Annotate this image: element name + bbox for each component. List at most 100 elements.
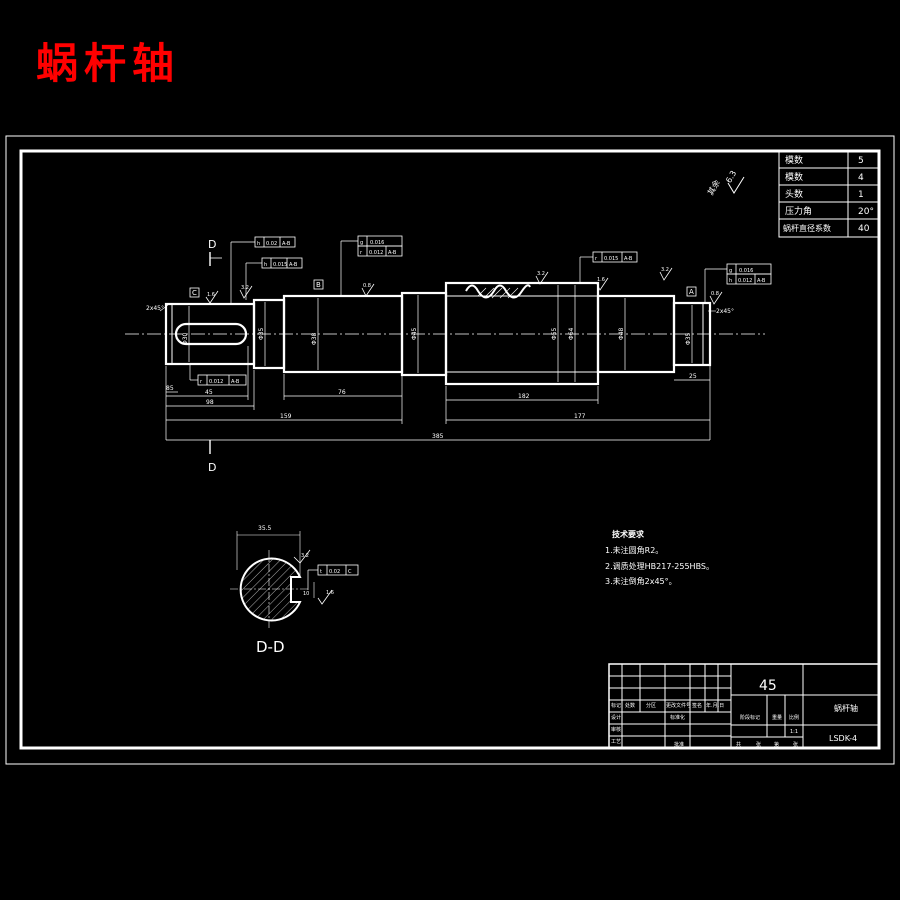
dim-dia-d: Φ45 — [411, 327, 418, 340]
tol-val: 0.016 — [370, 240, 384, 246]
parameter-table — [778, 150, 880, 238]
dim-dia-c: Φ38 — [311, 332, 318, 345]
roughness-note-label: 其余 — [705, 178, 722, 197]
param-label: 头数 — [785, 188, 803, 200]
roughness-note-value: 6.3 — [724, 169, 738, 185]
tb-cell: 第 — [774, 741, 779, 748]
tol-val: 0.015 — [273, 262, 287, 268]
section-ra2: 1.6 — [326, 590, 334, 596]
roughness-symbols — [205, 267, 723, 305]
tb-cell: 比例 — [789, 714, 799, 721]
param-label: 模数 — [785, 171, 803, 183]
tech-req-item: 3.未注倒角2x45°。 — [605, 576, 677, 586]
tol-ref: A-B — [289, 262, 298, 268]
title-block — [608, 663, 880, 749]
datum-boxes — [189, 279, 697, 298]
dim-chamfer-right: 2x45° — [716, 308, 734, 315]
chamfer-leader — [159, 304, 169, 312]
ra-value: 1.6 — [207, 292, 215, 298]
tolerance-frames — [197, 235, 772, 576]
param-value: 5 — [858, 156, 864, 166]
material-label: 45 — [759, 678, 777, 694]
tol-val: 0.02 — [329, 569, 340, 575]
tol-val: 0.012 — [738, 278, 752, 284]
dim-dia-h: Φ35 — [685, 332, 692, 345]
dim-dia-g: Φ64 — [568, 327, 575, 340]
tol-sym: g — [360, 240, 363, 246]
drawing-number: LSDK-4 — [829, 734, 857, 743]
tb-cell: 签名 — [692, 702, 702, 709]
ra-value: 0.8 — [711, 291, 719, 297]
param-label: 蜗杆直径系数 — [783, 223, 831, 233]
dim-chamfer-left: 2x45° — [146, 305, 164, 312]
param-label: 压力角 — [785, 205, 812, 217]
datum-c: C — [192, 289, 197, 297]
tol-ref: A-B — [757, 278, 766, 284]
shaft-inner-lines — [171, 295, 704, 373]
tol-sym: h — [264, 262, 267, 268]
section-view — [230, 531, 333, 628]
dimension-labels: 85 45 98 76 182 159 177 25 385 2x45° 2x4… — [146, 305, 734, 440]
roughness-symbol-icon — [727, 176, 745, 194]
dim-25: 25 — [689, 373, 697, 380]
part-name: 蜗杆轴 — [834, 703, 858, 713]
dim-dia-e: Φ55 — [551, 327, 558, 340]
param-value: 20° — [858, 207, 874, 217]
title-block-text: 45 蜗杆轴 LSDK-4 1:1 标记 处数 分区 更改文件号 签名 年.月.… — [611, 678, 858, 748]
outer-frame — [5, 135, 895, 765]
tol-sym: h — [729, 278, 732, 284]
tech-requirements: 技术要求 1.未注圆角R2。 2.调质处理HB217-255HBS。 3.未注倒… — [605, 529, 714, 586]
datum-a: A — [689, 288, 694, 296]
tb-cell: 审核 — [611, 726, 621, 733]
roughness-values: 1.6 3.2 0.8 3.2 1.6 3.2 0.8 — [207, 267, 719, 298]
dim-45: 45 — [205, 389, 213, 396]
dim-dia-f: Φ48 — [618, 327, 625, 340]
dim-98: 98 — [206, 399, 214, 406]
tol-val: 0.02 — [266, 241, 277, 247]
tech-req-title: 技术要求 — [612, 529, 645, 539]
tech-req-item: 2.调质处理HB217-255HBS。 — [605, 561, 714, 571]
tol-sym: r — [200, 379, 203, 385]
tol-val: 0.016 — [739, 268, 753, 274]
dim-385: 385 — [432, 433, 444, 440]
tol-sym: t — [320, 569, 322, 575]
ra-value: 3.2 — [661, 267, 669, 273]
parameter-table-text: 模数 5 模数 4 头数 1 压力角 20° 蜗杆直径系数 40 — [783, 154, 874, 234]
tol-sym: h — [257, 241, 260, 247]
tb-cell: 处数 — [625, 702, 635, 709]
tb-cell: 张 — [793, 741, 798, 748]
tol-ref: C — [348, 569, 352, 575]
tol-sym: g — [729, 268, 732, 274]
tb-cell: 工艺 — [611, 739, 621, 745]
scale-value: 1:1 — [790, 729, 798, 735]
shaft-profile — [164, 281, 712, 386]
tb-cell: 共 — [736, 741, 741, 748]
tb-cell: 年.月.日 — [706, 702, 724, 709]
param-value: 1 — [858, 190, 864, 200]
tb-cell: 设计 — [611, 714, 621, 721]
tech-req-item: 1.未注圆角R2。 — [605, 545, 663, 555]
tb-cell: 标准化 — [670, 714, 685, 721]
ra-value: 0.8 — [363, 283, 371, 289]
tb-cell: 张 — [756, 741, 761, 748]
dim-182: 182 — [518, 393, 530, 400]
dim-159: 159 — [280, 413, 292, 420]
tb-cell: 标记 — [611, 702, 621, 709]
diameter-lines — [188, 285, 693, 382]
roughness-note: 其余 6.3 — [705, 169, 745, 197]
worm-thread — [465, 284, 531, 299]
tol-val: 0.012 — [369, 250, 383, 256]
tb-cell: 重量 — [772, 714, 782, 721]
dimension-lines — [165, 346, 711, 441]
param-value: 40 — [858, 224, 870, 234]
tol-val: 0.012 — [209, 379, 223, 385]
section-cut-label-top: D — [208, 238, 216, 251]
ra-value: 3.2 — [537, 271, 545, 277]
diameter-labels: Φ30 Φ35 Φ38 Φ45 Φ55 Φ64 Φ48 Φ35 — [182, 327, 692, 345]
param-value: 4 — [858, 173, 864, 183]
dim-177: 177 — [574, 413, 586, 420]
thread-hatch — [477, 287, 519, 299]
tb-cell: 批准 — [674, 741, 684, 748]
tol-sym: r — [595, 256, 598, 262]
